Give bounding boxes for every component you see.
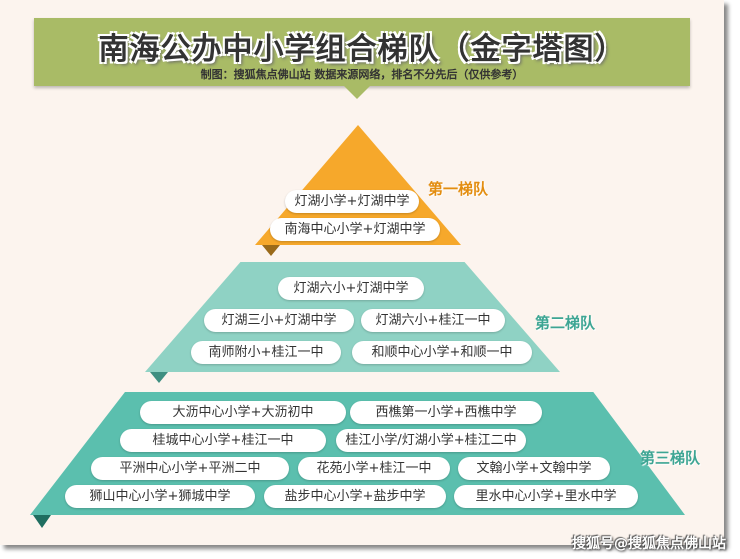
school-pair: 桂城中心小学+桂江一中 — [120, 429, 326, 452]
tier1-tab — [262, 245, 280, 256]
school-pair: 文翰小学+文翰中学 — [458, 457, 610, 480]
school-pair: 花苑小学+桂江一中 — [298, 457, 450, 480]
tier2-label: 第二梯队 — [535, 314, 596, 332]
school-pair: 灯湖六小+桂江一中 — [361, 309, 505, 332]
tier1-label: 第一梯队 — [428, 180, 489, 198]
tier3-label: 第三梯队 — [640, 449, 701, 467]
tier2-tab — [150, 372, 168, 383]
school-pair: 南师附小+桂江一中 — [191, 341, 341, 364]
school-pair: 狮山中心小学+狮城中学 — [65, 485, 255, 508]
school-pair: 大沥中心小学+大沥初中 — [140, 401, 346, 424]
school-pair: 平洲中心小学+平洲二中 — [91, 457, 289, 480]
school-pair: 西樵第一小学+西樵中学 — [350, 401, 542, 424]
school-pair: 灯湖六小+灯湖中学 — [278, 277, 424, 300]
school-pair: 南海中心小学+灯湖中学 — [270, 218, 440, 241]
school-pair: 盐步中心小学+盐步中学 — [264, 485, 446, 508]
subtitle: 制图：搜狐焦点佛山站 数据来源网络，排名不分先后（仅供参考） — [200, 68, 524, 81]
school-pair: 里水中心小学+里水中学 — [454, 485, 638, 508]
school-pair: 和顺中心小学+和顺一中 — [352, 341, 532, 364]
school-pair: 灯湖三小+灯湖中学 — [204, 309, 354, 332]
title-banner: 南海公办中小学组合梯队（金字塔图） 制图：搜狐焦点佛山站 数据来源网络，排名不分… — [34, 18, 690, 86]
school-pair: 灯湖小学+灯湖中学 — [285, 190, 419, 213]
watermark: 搜狐号@搜狐焦点佛山站 — [572, 536, 726, 552]
tier3-tab — [33, 515, 51, 528]
page-title: 南海公办中小学组合梯队（金字塔图） — [98, 32, 626, 67]
banner-pointer — [343, 85, 371, 99]
school-pair: 桂江小学/灯湖小学+桂江二中 — [336, 429, 526, 452]
